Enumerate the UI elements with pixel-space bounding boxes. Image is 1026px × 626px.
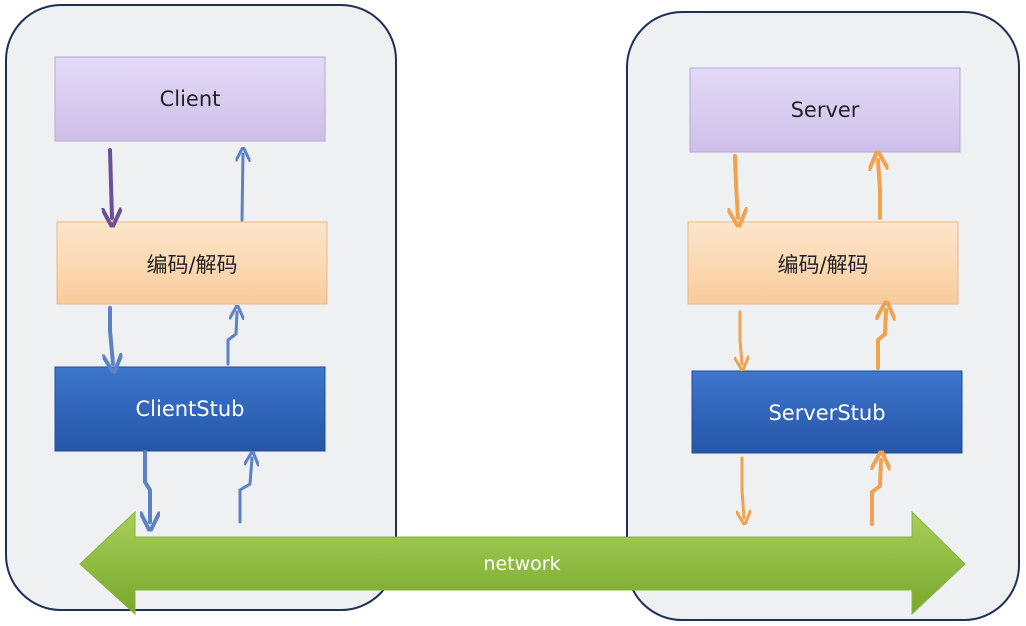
- client-stub-label: ClientStub: [136, 397, 245, 421]
- client-panel: [5, 4, 397, 611]
- server-stub-box: ServerStub: [691, 370, 963, 454]
- server-to-codec-down-arrow: [735, 154, 738, 218]
- client-box: Client: [54, 56, 326, 142]
- server-box: Server: [689, 67, 961, 153]
- server-panel: [626, 11, 1020, 621]
- client-label: Client: [160, 87, 221, 111]
- server-codec-box: 编码/解码: [687, 221, 959, 305]
- client-stub-box: ClientStub: [54, 366, 326, 452]
- network-to-serverstub-up-arrow: [870, 460, 881, 526]
- network-label: network: [483, 553, 560, 575]
- client-to-codec-down-arrow: [110, 148, 112, 218]
- network-to-clientstub-up-arrow: [238, 458, 252, 524]
- client-codec-label: 编码/解码: [146, 253, 237, 277]
- serverstub-to-codec-up-arrow: [878, 310, 886, 370]
- client-codec-box: 编码/解码: [56, 221, 328, 305]
- codec-to-serverstub-down-arrow: [740, 310, 742, 364]
- clientstub-to-network-down-arrow: [145, 450, 150, 522]
- clientstub-to-codec-up-arrow: [226, 312, 237, 366]
- server-stub-label: ServerStub: [768, 401, 885, 425]
- codec-to-clientstub-down-arrow: [110, 306, 113, 364]
- serverstub-to-network-down-arrow: [742, 456, 744, 518]
- server-label: Server: [791, 98, 860, 122]
- codec-to-client-up-arrow: [242, 154, 243, 222]
- codec-to-server-up-arrow: [878, 160, 880, 220]
- server-codec-label: 编码/解码: [777, 253, 868, 277]
- network-arrow: network: [79, 510, 966, 616]
